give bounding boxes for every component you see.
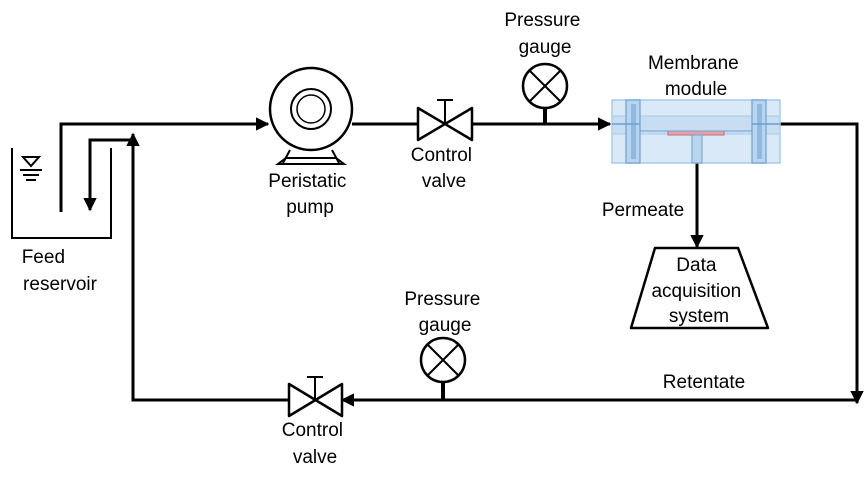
data-acquisition-box [629,246,770,330]
pressure-gauge-bottom-icon [419,336,467,400]
feed-reservoir [11,148,112,239]
retentate-label: Retentate [663,372,745,393]
retentate-outlet-pipe [780,122,864,405]
membrane-module-icon [611,99,781,164]
control-valve-bottom-label: Control valve [282,420,349,468]
return-pipe-inner [83,138,133,212]
control-valve-bottom-icon [287,376,344,418]
membrane-module-label: Membrane module [648,53,744,100]
control-valve-top-icon [416,99,474,142]
permeate-label: Permeate [602,200,684,221]
pressure-gauge-bottom-label: Pressure gauge [404,289,485,336]
pressure-gauge-top-icon [521,62,569,124]
valve-to-reservoir-pipe [126,132,289,402]
data-acquisition-label: Data acquisition system [651,255,746,327]
feed-reservoir-label: Feed reservoir [22,247,98,295]
pressure-gauge-top-label: Pressure gauge [504,10,585,58]
peristaltic-pump-label: Peristatic pump [268,171,351,218]
peristaltic-pump-icon [268,66,354,165]
control-valve-top-label: Control valve [411,145,478,192]
feed-pipe [59,117,270,212]
